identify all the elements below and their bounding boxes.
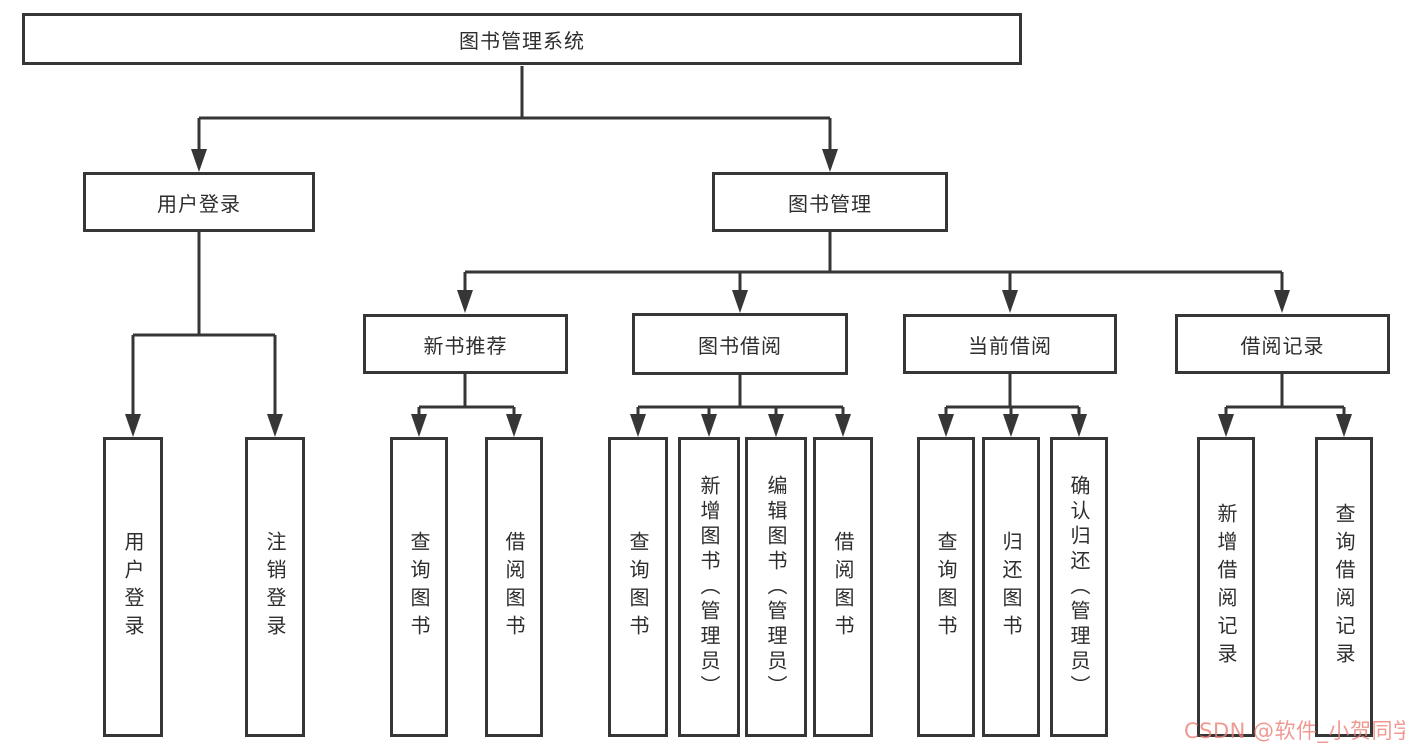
node-label: 注销登录 — [263, 531, 287, 643]
node-label: 借阅记录 — [1240, 333, 1325, 358]
node-user-login: 用户登录 — [83, 172, 315, 232]
node-query-books-recommend: 查询图书 — [390, 437, 448, 737]
node-logout-leaf: 注销登录 — [245, 437, 305, 737]
node-return-books: 归还图书 — [982, 437, 1040, 737]
watermark-text: CSDN @软件_小贺同学 — [1184, 719, 1405, 743]
node-label: 图书管理 — [788, 191, 872, 216]
node-borrow-books-leaf: 借阅图书 — [813, 437, 873, 737]
node-add-books-admin: 新增图书（管理员） — [678, 437, 740, 737]
node-new-book-recommend: 新书推荐 — [363, 314, 568, 374]
node-label: 归还图书 — [999, 531, 1023, 643]
node-borrowing-records: 借阅记录 — [1175, 314, 1390, 374]
node-label: 查询借阅记录 — [1332, 503, 1356, 671]
node-query-borrow-record: 查询借阅记录 — [1315, 437, 1373, 737]
node-label: 查询图书 — [626, 531, 650, 643]
node-confirm-return-admin: 确认归还（管理员） — [1050, 437, 1108, 737]
node-current-borrowing: 当前借阅 — [903, 314, 1117, 374]
node-label: 新增借阅记录 — [1214, 503, 1238, 671]
node-label: 借阅图书 — [831, 531, 855, 643]
node-label: 用户登录 — [121, 531, 145, 643]
node-query-books-borrowing: 查询图书 — [608, 437, 668, 737]
node-book-management: 图书管理 — [712, 172, 948, 232]
node-book-borrowing: 图书借阅 — [632, 313, 848, 375]
node-label: 查询图书 — [407, 531, 431, 643]
node-label: 图书管理系统 — [459, 28, 585, 53]
node-add-borrow-record: 新增借阅记录 — [1197, 437, 1255, 737]
node-label: 借阅图书 — [502, 531, 526, 643]
node-label: 确认归还（管理员） — [1067, 474, 1091, 700]
node-label: 用户登录 — [157, 191, 241, 216]
node-user-login-leaf: 用户登录 — [103, 437, 163, 737]
arrowheads — [125, 149, 1352, 437]
node-library-system: 图书管理系统 — [22, 13, 1022, 65]
node-label: 编辑图书（管理员） — [764, 474, 788, 700]
node-edit-books-admin: 编辑图书（管理员） — [745, 437, 807, 737]
node-query-books-current: 查询图书 — [917, 437, 975, 737]
node-label: 新增图书（管理员） — [697, 474, 721, 700]
node-label: 查询图书 — [934, 531, 958, 643]
node-label: 新书推荐 — [423, 333, 508, 358]
node-borrow-books-recommend: 借阅图书 — [485, 437, 543, 737]
node-label: 当前借阅 — [968, 333, 1052, 358]
node-label: 图书借阅 — [698, 333, 782, 358]
